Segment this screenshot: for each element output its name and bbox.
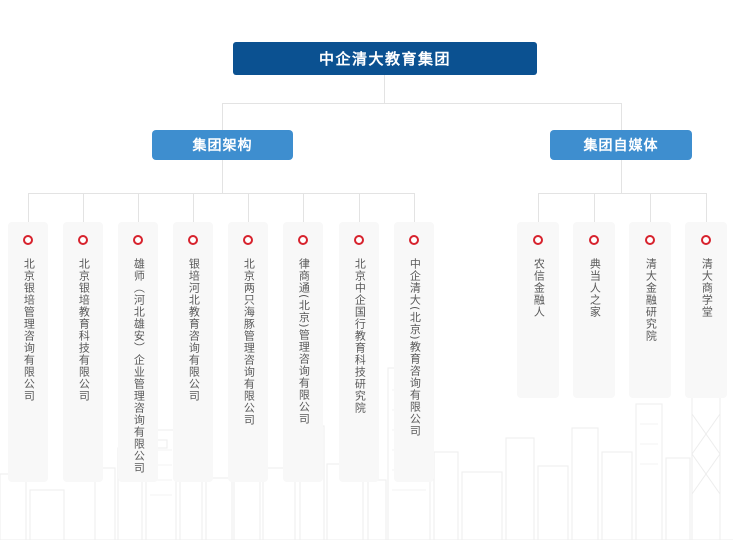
org-node-label: 北京银培教育科技有限公司 — [77, 258, 91, 402]
connector-line — [248, 193, 249, 222]
bullet-ring-icon — [701, 235, 711, 245]
org-node-label: 中企清大(北京)教育咨询有限公司 — [408, 258, 422, 437]
connector-line — [222, 103, 223, 130]
org-node-label: 典当人之家 — [588, 258, 602, 318]
connector-line — [28, 193, 415, 194]
bullet-ring-icon — [23, 235, 33, 245]
connector-line — [83, 193, 84, 222]
org-node: 律商通(北京)管理咨询有限公司 — [283, 222, 323, 482]
bullet-ring-icon — [409, 235, 419, 245]
connector-line — [138, 193, 139, 222]
bullet-ring-icon — [645, 235, 655, 245]
org-node-label: 清大商学堂 — [700, 258, 714, 318]
bullet-ring-icon — [589, 235, 599, 245]
connector-line — [414, 193, 415, 222]
connector-line — [193, 193, 194, 222]
connector-line — [384, 75, 385, 104]
bullet-ring-icon — [533, 235, 543, 245]
org-node: 农信金融人 — [517, 222, 559, 398]
connector-line — [650, 193, 651, 222]
org-node-label: 律商通(北京)管理咨询有限公司 — [297, 258, 311, 425]
connector-line — [28, 193, 29, 222]
org-node: 典当人之家 — [573, 222, 615, 398]
org-node: 北京两只海豚管理咨询有限公司 — [228, 222, 268, 482]
org-node: 北京银培管理咨询有限公司 — [8, 222, 48, 482]
org-node: 清大商学堂 — [685, 222, 727, 398]
org-node-label: 北京两只海豚管理咨询有限公司 — [242, 258, 256, 426]
bullet-ring-icon — [78, 235, 88, 245]
connector-line — [222, 160, 223, 194]
org-node: 雄师（河北雄安）企业管理咨询有限公司 — [118, 222, 158, 482]
org-node-label: 银培河北教育咨询有限公司 — [187, 258, 201, 402]
org-root-node: 中企清大教育集团 — [233, 42, 537, 75]
connector-line — [621, 160, 622, 194]
connector-line — [594, 193, 595, 222]
org-node: 银培河北教育咨询有限公司 — [173, 222, 213, 482]
connector-line — [621, 103, 622, 130]
org-branch-structure: 集团架构 — [152, 130, 293, 160]
bullet-ring-icon — [188, 235, 198, 245]
connector-line — [359, 193, 360, 222]
connector-line — [303, 193, 304, 222]
org-node-label: 雄师（河北雄安）企业管理咨询有限公司 — [132, 258, 146, 474]
connector-line — [538, 193, 707, 194]
org-node: 北京银培教育科技有限公司 — [63, 222, 103, 482]
org-node-label: 北京银培管理咨询有限公司 — [22, 258, 36, 402]
org-node: 清大金融研究院 — [629, 222, 671, 398]
connector-line — [706, 193, 707, 222]
bullet-ring-icon — [133, 235, 143, 245]
bullet-ring-icon — [243, 235, 253, 245]
org-branch-media: 集团自媒体 — [550, 130, 692, 160]
org-node-label: 农信金融人 — [532, 258, 546, 318]
connector-line — [538, 193, 539, 222]
org-node-label: 清大金融研究院 — [644, 258, 658, 342]
bullet-ring-icon — [298, 235, 308, 245]
org-node-label: 北京中企国行教育科技研究院 — [353, 258, 367, 414]
connector-line — [222, 103, 622, 104]
org-node: 北京中企国行教育科技研究院 — [339, 222, 379, 482]
bullet-ring-icon — [354, 235, 364, 245]
org-node: 中企清大(北京)教育咨询有限公司 — [394, 222, 434, 482]
